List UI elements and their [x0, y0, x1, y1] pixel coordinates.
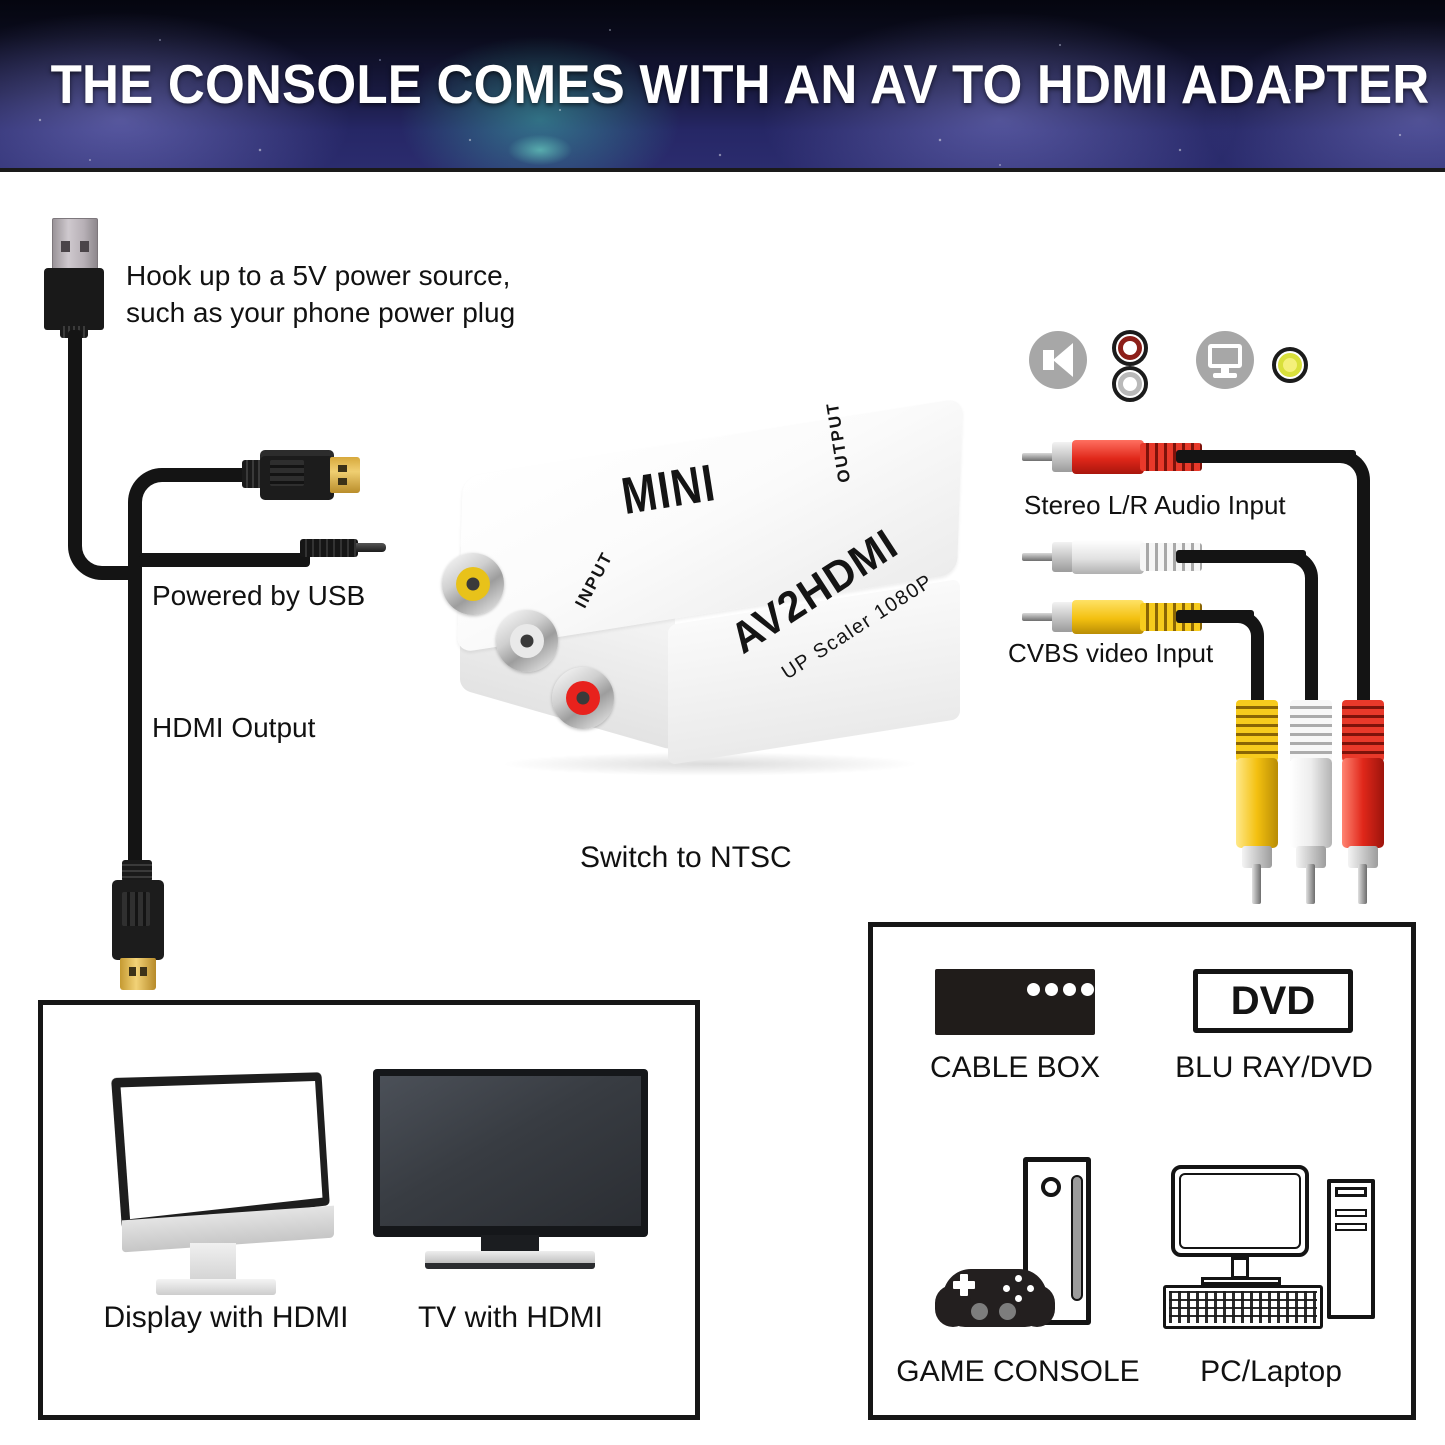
- micro-connector-icon: [300, 536, 392, 560]
- nebula-decoration: [480, 120, 610, 168]
- desktop-monitor-icon: [98, 1067, 348, 1295]
- rca-jack-red-icon: [1112, 330, 1148, 366]
- hdmi-connector-icon: [242, 444, 362, 506]
- rca-wire-red-bend: [1310, 450, 1370, 520]
- dvd-badge-text: DVD: [1230, 978, 1316, 1023]
- hdmi-bottom-plug-shell: [112, 880, 164, 960]
- flat-tv-icon: [373, 1069, 648, 1279]
- usb-cable-wire: [68, 330, 82, 490]
- cable-box-icon: [935, 969, 1095, 1035]
- rca-collar-yellow-v: [1242, 846, 1272, 868]
- blu-ray-dvd-label: BLU RAY/DVD: [1175, 1051, 1373, 1084]
- game-console-icon: [935, 1157, 1135, 1347]
- rca-barrel-red: [1072, 440, 1144, 474]
- hdmi-plug-shell: [260, 450, 334, 500]
- hdmi-bottom-gold-contacts: [120, 958, 156, 990]
- page-title: THE CONSOLE COMES WITH AN AV TO HDMI ADA…: [50, 53, 1430, 115]
- usb-metal-tip: [52, 218, 98, 272]
- desktop-pc-icon: [1161, 1165, 1377, 1347]
- rca-collar-red-v: [1348, 846, 1378, 868]
- micro-connector-tip: [356, 543, 386, 552]
- speaker-icon: [1029, 331, 1087, 389]
- header-banner: THE CONSOLE COMES WITH AN AV TO HDMI ADA…: [0, 0, 1445, 172]
- rca-collar: [1052, 542, 1074, 572]
- rca-pin-yellow-v: [1252, 864, 1261, 904]
- rca-wire-white-bend: [1262, 550, 1318, 620]
- hdmi-strain-relief: [242, 460, 264, 488]
- starfield-decoration: [0, 0, 1445, 168]
- rca-pin: [1022, 453, 1058, 461]
- display-panel: Display with HDMI TV with HDMI: [38, 1000, 700, 1420]
- rca-grip-white-v: [1290, 700, 1332, 762]
- adapter-port-video-yellow: [442, 553, 504, 615]
- power-note-label: Hook up to a 5V power source, such as yo…: [126, 260, 516, 328]
- tv-with-hdmi-label: TV with HDMI: [417, 1301, 603, 1334]
- rca-collar: [1052, 602, 1074, 632]
- micro-connector-body: [300, 539, 358, 557]
- hdmi-cable-run-top: [180, 468, 250, 482]
- cable-box-label: CABLE BOX: [929, 1051, 1101, 1084]
- av2hdmi-adapter-illustration: MINI OUTPUT INPUT AV2HDMI UP Scaler 1080…: [440, 397, 980, 820]
- rca-barrel-red-v: [1342, 758, 1384, 848]
- dvd-player-icon: DVD: [1193, 969, 1353, 1033]
- rca-wire-red-vertical: [1357, 505, 1370, 710]
- switch-to-ntsc-label: Switch to NTSC: [580, 841, 792, 874]
- usb-a-connector-icon: [44, 218, 104, 338]
- rca-pin: [1022, 553, 1058, 561]
- hdmi-cable-wire: [128, 556, 142, 876]
- adapter-port-audio-red: [552, 667, 614, 729]
- rca-grip-red-v: [1342, 700, 1384, 762]
- rca-barrel-white: [1072, 540, 1144, 574]
- hdmi-gold-contacts: [330, 457, 360, 493]
- rca-wire-white-vertical: [1305, 604, 1318, 710]
- rca-jack-yellow-icon: [1272, 347, 1308, 383]
- monitor-icon: [1196, 331, 1254, 389]
- rca-barrel-white-v: [1290, 758, 1332, 848]
- powered-by-usb-label: Powered by USB: [152, 580, 366, 611]
- rca-pin: [1022, 613, 1058, 621]
- hdmi-output-label: HDMI Output: [152, 712, 316, 743]
- display-with-hdmi-label: Display with HDMI: [103, 1301, 349, 1334]
- rca-wire-yellow-bend: [1212, 610, 1264, 680]
- rca-barrel-yellow: [1072, 600, 1144, 634]
- rca-pin-white-v: [1306, 864, 1315, 904]
- pc-laptop-label: PC/Laptop: [1200, 1355, 1342, 1388]
- rca-pin-red-v: [1358, 864, 1367, 904]
- rca-collar: [1052, 442, 1074, 472]
- hdmi-cable-bend: [128, 468, 188, 568]
- game-console-label: GAME CONSOLE: [896, 1355, 1140, 1388]
- hdmi-connector-bottom-icon: [104, 860, 174, 995]
- adapter-port-audio-white: [496, 610, 558, 672]
- rca-grip-yellow-v: [1236, 700, 1278, 762]
- rca-barrel-yellow-v: [1236, 758, 1278, 848]
- hdmi-bottom-strain-relief: [122, 860, 152, 882]
- rca-wire-yellow-vertical: [1251, 664, 1264, 710]
- stereo-audio-input-label: Stereo L/R Audio Input: [1024, 490, 1286, 520]
- cvbs-video-input-label: CVBS video Input: [1008, 638, 1214, 668]
- usb-plug-body: [44, 268, 104, 338]
- source-devices-panel: CABLE BOX DVD BLU RAY/DVD GAME CONSOLE: [868, 922, 1416, 1420]
- rca-collar-white-v: [1296, 846, 1326, 868]
- rca-jack-white-icon: [1112, 366, 1148, 402]
